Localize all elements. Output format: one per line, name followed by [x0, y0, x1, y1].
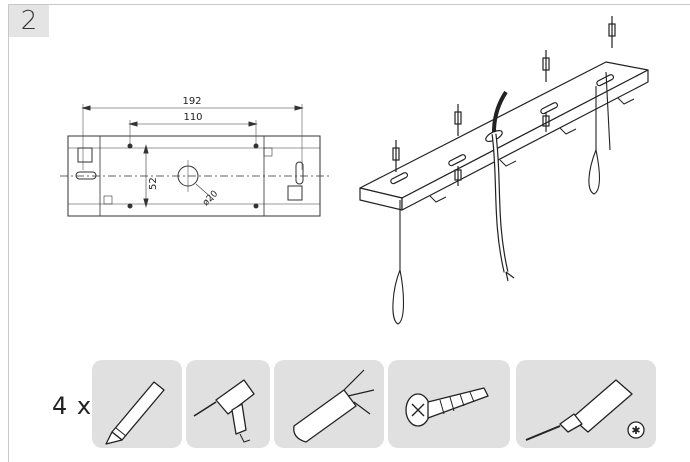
perspective-view — [359, 61, 649, 211]
plan-view — [60, 104, 330, 217]
wall-plug-icon — [293, 369, 375, 443]
mounting-diagram: 192 110 52 ø20 — [60, 16, 649, 325]
dimension-110: 110 — [183, 112, 202, 123]
torx-icon — [627, 421, 645, 439]
screwdriver-icon: ✱ — [525, 379, 645, 441]
pencil-icon — [105, 381, 165, 445]
svg-text:✱: ✱ — [631, 424, 640, 437]
drill-icon — [193, 379, 255, 443]
tool-drill — [186, 360, 270, 448]
tool-pencil — [92, 360, 182, 448]
step-number-badge: 2 — [9, 5, 49, 37]
dimension-52: 52 — [148, 177, 159, 190]
ceiling-screws — [392, 16, 616, 186]
suspension-wires — [392, 71, 611, 325]
frame-top-border — [8, 4, 690, 5]
tool-wall-plug — [274, 360, 384, 448]
tool-screw — [388, 360, 510, 448]
tool-screwdriver: ✱ — [516, 360, 656, 448]
dimension-192: 192 — [182, 96, 201, 107]
screw-icon — [405, 387, 489, 427]
dimension-hole: ø20 — [201, 189, 220, 208]
quantity-label: 4 x — [52, 392, 93, 420]
frame-left-border — [8, 4, 9, 462]
